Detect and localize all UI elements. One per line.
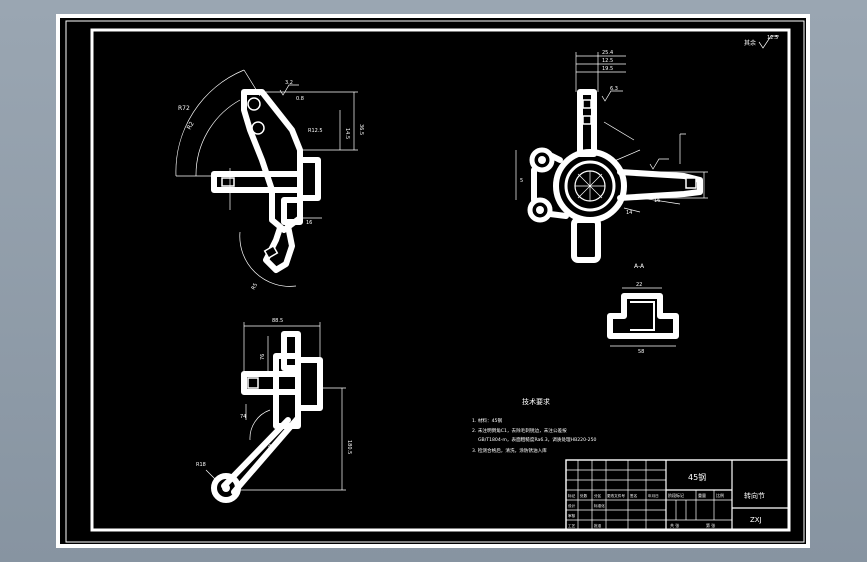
- process-label: 工艺: [568, 523, 576, 528]
- dim-14: 14: [626, 210, 632, 216]
- section-a-a[interactable]: A-A 22 58: [607, 263, 679, 355]
- dim-88-5: 88.5: [272, 318, 283, 324]
- col-sign: 签名: [630, 493, 638, 498]
- weight-label: 重量: [698, 492, 706, 498]
- dim-36-5: 36.5: [358, 124, 364, 135]
- dim-180-5: 180.5: [346, 440, 352, 454]
- dim-r2: R2: [186, 120, 196, 131]
- dim-76: 76: [260, 354, 266, 360]
- dim-19-5: 19.5: [602, 66, 613, 72]
- col-zone: 分区: [594, 493, 602, 498]
- roughness-prefix: 其余: [744, 39, 756, 47]
- dim-16: 16: [306, 220, 312, 226]
- col-docno: 更改文件号: [607, 493, 625, 498]
- roughness-3-2-a: 3.2: [285, 80, 293, 86]
- col-date: 年月日: [648, 493, 659, 498]
- standard-label: 标准化: [594, 503, 605, 508]
- drawing-background: [60, 18, 806, 544]
- dim-r18: R18: [196, 462, 206, 468]
- top-left-view[interactable]: R72 R2 R5 36.5 14.5 0.8 3.2 R12.5 16: [175, 69, 364, 291]
- bottom-left-view[interactable]: 88.5 76 R18 180.5 45° 74: [196, 318, 352, 503]
- technical-notes: 技术要求 1. 材料：45钢 2. 未注明倒角C1，去除毛刺锐边，未注公差按 G…: [472, 397, 597, 454]
- roughness-0-8: 0.8: [296, 96, 304, 102]
- sheet-number: 第 张: [706, 522, 715, 528]
- dim-22: 22: [636, 282, 642, 288]
- approver-label: 批准: [594, 523, 602, 528]
- notes-line-2a: 2. 未注明倒角C1，去除毛刺锐边，未注公差按: [472, 427, 567, 434]
- roughness-value: 12.5: [767, 35, 778, 41]
- part-name-cell: 转向节: [744, 491, 765, 500]
- material-cell: 45钢: [688, 472, 706, 482]
- notes-line-2b: GB/T1804-m，表面粗糙度Ra6.3，调质处理HB220-250: [478, 436, 597, 443]
- notes-heading: 技术要求: [522, 397, 550, 406]
- scale-label: 比例: [716, 492, 724, 498]
- roughness-6-3: 6.3: [610, 86, 618, 92]
- sheet-total: 共 张: [670, 522, 679, 528]
- designer-label: 设计: [568, 503, 576, 508]
- dim-14-5: 14.5: [344, 128, 350, 139]
- roughness-note: 其余 12.5: [744, 35, 779, 49]
- title-block[interactable]: 45钢 转向节 ZXJ 标记 处数 分区 更改文件号 签名 年月日 设计 标准化…: [565, 459, 790, 531]
- checker-label: 审核: [568, 513, 576, 518]
- dim-74: 74: [240, 414, 246, 420]
- dim-25-4: 25.4: [602, 50, 613, 56]
- dim-45-deg: 45°: [268, 444, 277, 450]
- drawing-number-cell: ZXJ: [750, 516, 762, 524]
- notes-line-1: 1. 材料：45钢: [472, 417, 502, 424]
- dim-58: 58: [638, 349, 644, 355]
- col-qty: 处数: [580, 493, 588, 498]
- dim-12-5: 12.5: [602, 58, 613, 64]
- outer-frame: [65, 20, 805, 543]
- notes-line-3: 3. 检测合格后，清洗，涂防锈油入库: [472, 447, 547, 454]
- dim-16-b: 16: [654, 198, 660, 204]
- dim-5: 5: [520, 178, 523, 184]
- dim-r5: R5: [251, 282, 260, 291]
- inner-frame: [90, 28, 791, 532]
- section-label: A-A: [634, 263, 645, 270]
- dim-r12-5: R12.5: [308, 128, 323, 134]
- top-right-view[interactable]: 25.4 12.5 19.5 6.3 16 14 5: [515, 50, 708, 263]
- dim-r72: R72: [178, 105, 190, 112]
- stage-mark-label: 阶段标记: [668, 492, 684, 498]
- col-mark: 标记: [568, 493, 576, 498]
